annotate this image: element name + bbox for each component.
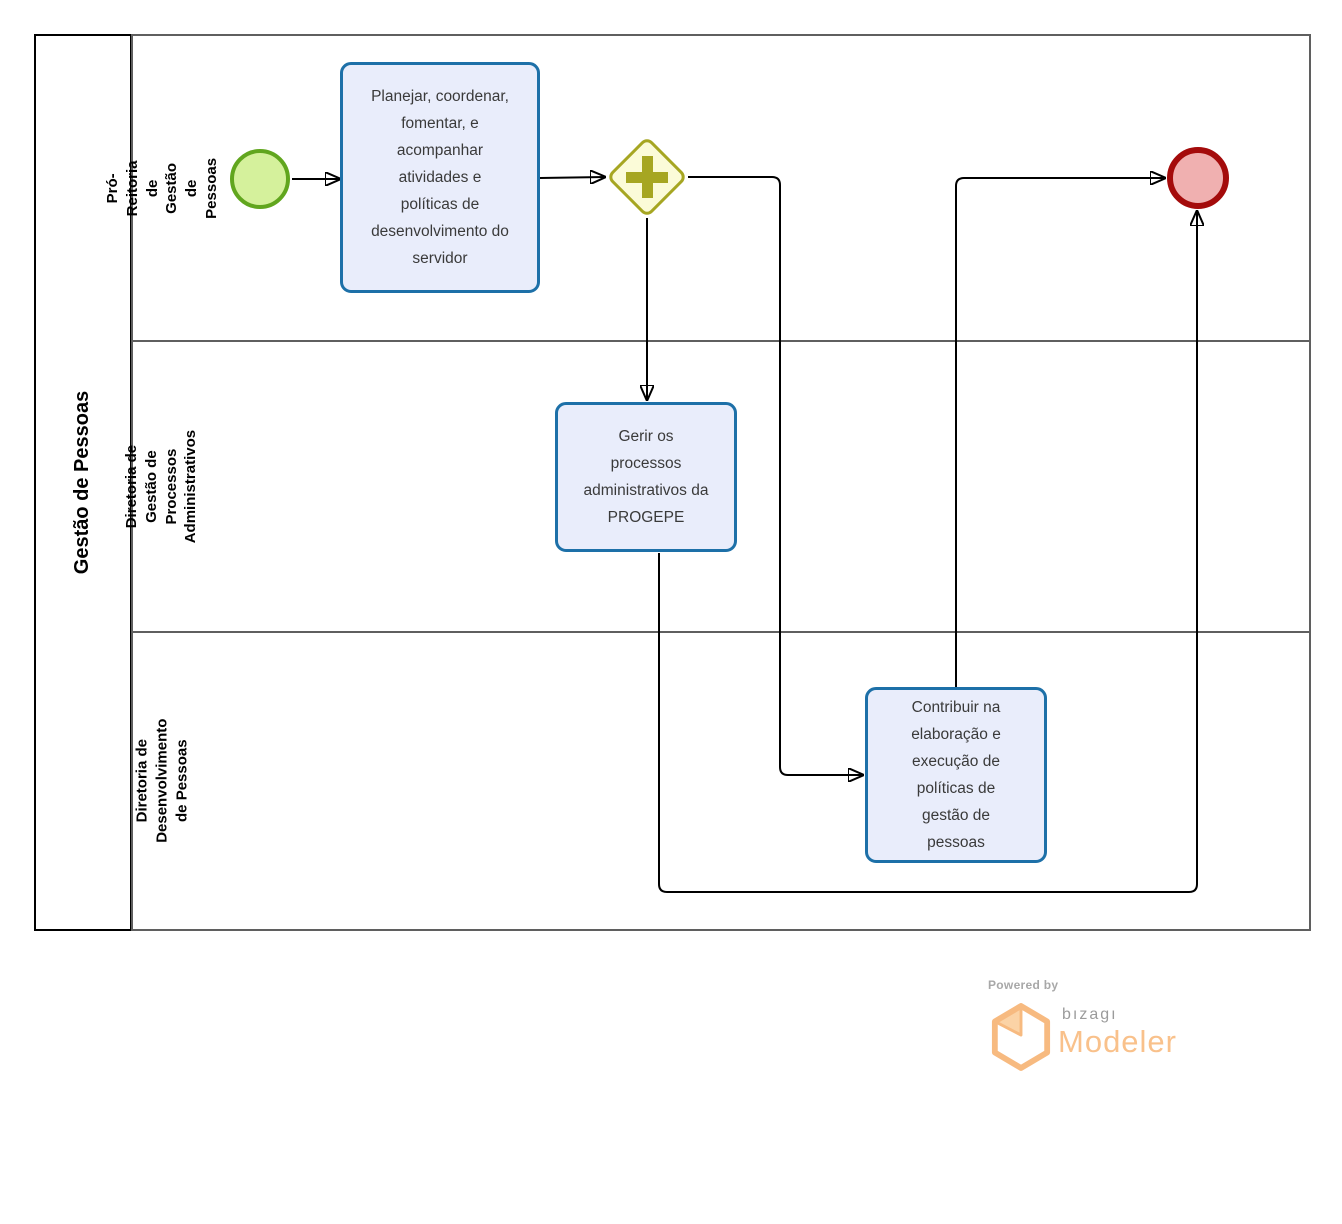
lane-label-container: Pró-Reitoria de Gestão de Pessoas [104, 36, 220, 340]
task-gerir[interactable]: Gerir os processos administrativos da PR… [555, 402, 737, 552]
lane-label: Diretoria de Desenvolvimento de Pessoas [133, 718, 190, 844]
lane-diretoria-desenvolvimento: Diretoria de Desenvolvimento de Pessoas [131, 631, 1311, 931]
task-planejar[interactable]: Planejar, coordenar, fomentar, e acompan… [340, 62, 540, 293]
powered-by-label: Powered by [988, 978, 1059, 992]
modeler-product-label[interactable]: Modeler [1058, 1024, 1177, 1059]
pool-gestao-de-pessoas: Gestão de Pessoas [34, 34, 132, 931]
lane-label: Diretoria de Gestão de Processos Adminis… [123, 429, 200, 544]
start-event[interactable] [230, 149, 290, 209]
task-contribuir[interactable]: Contribuir na elaboração e execução de p… [865, 687, 1047, 863]
plus-icon [621, 151, 673, 203]
bizagi-logo-icon[interactable] [990, 1000, 1052, 1072]
lane-label: Pró-Reitoria de Gestão de Pessoas [103, 157, 220, 219]
bizagi-brand-label[interactable]: bızagı [1062, 1006, 1118, 1023]
lane-pro-reitoria: Pró-Reitoria de Gestão de Pessoas [104, 34, 1311, 342]
lane-label-container: Diretoria de Desenvolvimento de Pessoas [133, 633, 191, 929]
lane-label-container: Diretoria de Gestão de Processos Adminis… [123, 342, 199, 631]
task-label: Planejar, coordenar, fomentar, e acompan… [371, 87, 509, 268]
end-event[interactable] [1167, 147, 1229, 209]
task-label: Gerir os processos administrativos da PR… [583, 427, 709, 527]
task-label: Contribuir na elaboração e execução de p… [911, 698, 1001, 852]
pool-label: Gestão de Pessoas [71, 390, 94, 575]
